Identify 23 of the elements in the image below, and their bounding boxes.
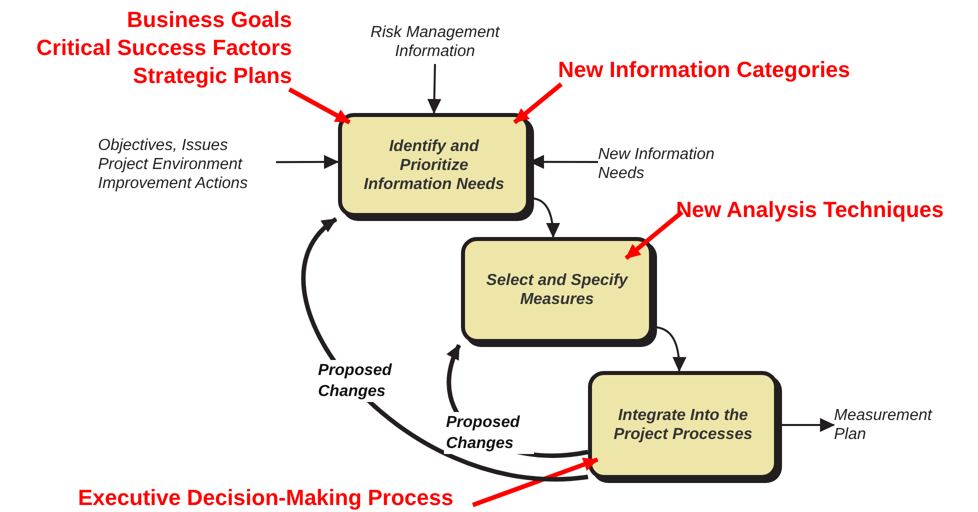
arrow [288, 87, 351, 124]
arrow [472, 457, 598, 508]
callout-text: New Analysis Techniques [676, 196, 944, 224]
callout-text: Critical Success Factors [36, 34, 292, 62]
callout-text: Executive Decision-Making Process [78, 484, 454, 512]
input-label: New Information Needs [598, 145, 716, 183]
input-label: Improvement Actions [98, 174, 248, 192]
callout-text: New Information Categories [558, 56, 850, 84]
input-label: Measurement Plan [834, 406, 934, 444]
arrow [302, 217, 588, 482]
arrow [624, 210, 684, 260]
callout-text: Strategic Plans [133, 62, 292, 90]
arrow [427, 64, 442, 114]
edge-label: Proposed Changes [444, 412, 534, 454]
arrow [276, 154, 339, 169]
box-label: Identify and Prioritize Information Needs [362, 136, 506, 194]
input-label: Risk Management Information [370, 23, 501, 61]
arrow [513, 82, 563, 124]
callout-text: Business Goals [126, 6, 292, 34]
input-label: Project Environment [98, 154, 242, 174]
input-label: Objectives, Issues [98, 136, 228, 154]
box-label: Select and Specify Measures [485, 271, 630, 309]
box-label: Integrate Into the Project Processes [612, 406, 754, 444]
